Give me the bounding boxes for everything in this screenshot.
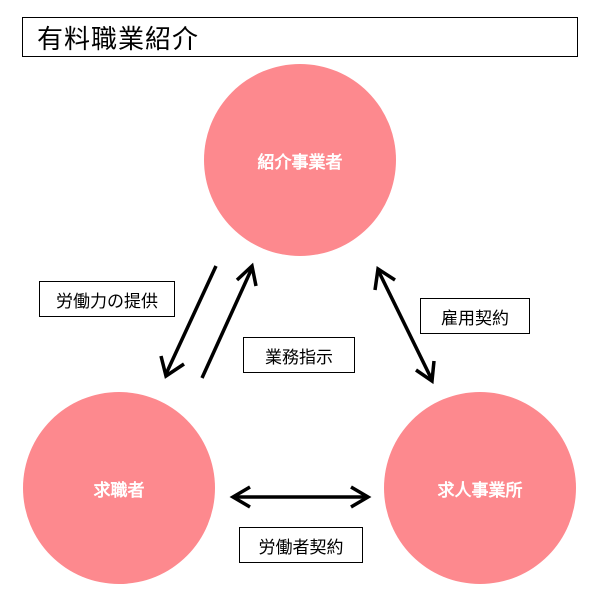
label-employment-contract: 労働者契約 bbox=[239, 527, 363, 563]
node-job-seeker: 求職者 bbox=[23, 392, 215, 584]
label-labor-provision: 労働力の提供 bbox=[39, 281, 175, 317]
node-employer: 求人事業所 bbox=[384, 392, 576, 584]
arrow-seeker-to-agency bbox=[200, 262, 258, 379]
node-agency-label: 紹介事業者 bbox=[257, 152, 343, 173]
node-job-seeker-label: 求職者 bbox=[93, 480, 145, 501]
arrow-agency-employer bbox=[373, 266, 436, 385]
label-work-instruction: 業務指示 bbox=[243, 337, 355, 373]
diagram-title: 有料職業紹介 bbox=[22, 17, 578, 57]
node-agency: 紹介事業者 bbox=[204, 64, 396, 256]
arrow-seeker-employer bbox=[229, 485, 372, 509]
label-hire-contract: 雇用契約 bbox=[420, 298, 530, 334]
arrow-agency-to-seeker bbox=[159, 265, 218, 379]
node-employer-label: 求人事業所 bbox=[437, 480, 523, 501]
